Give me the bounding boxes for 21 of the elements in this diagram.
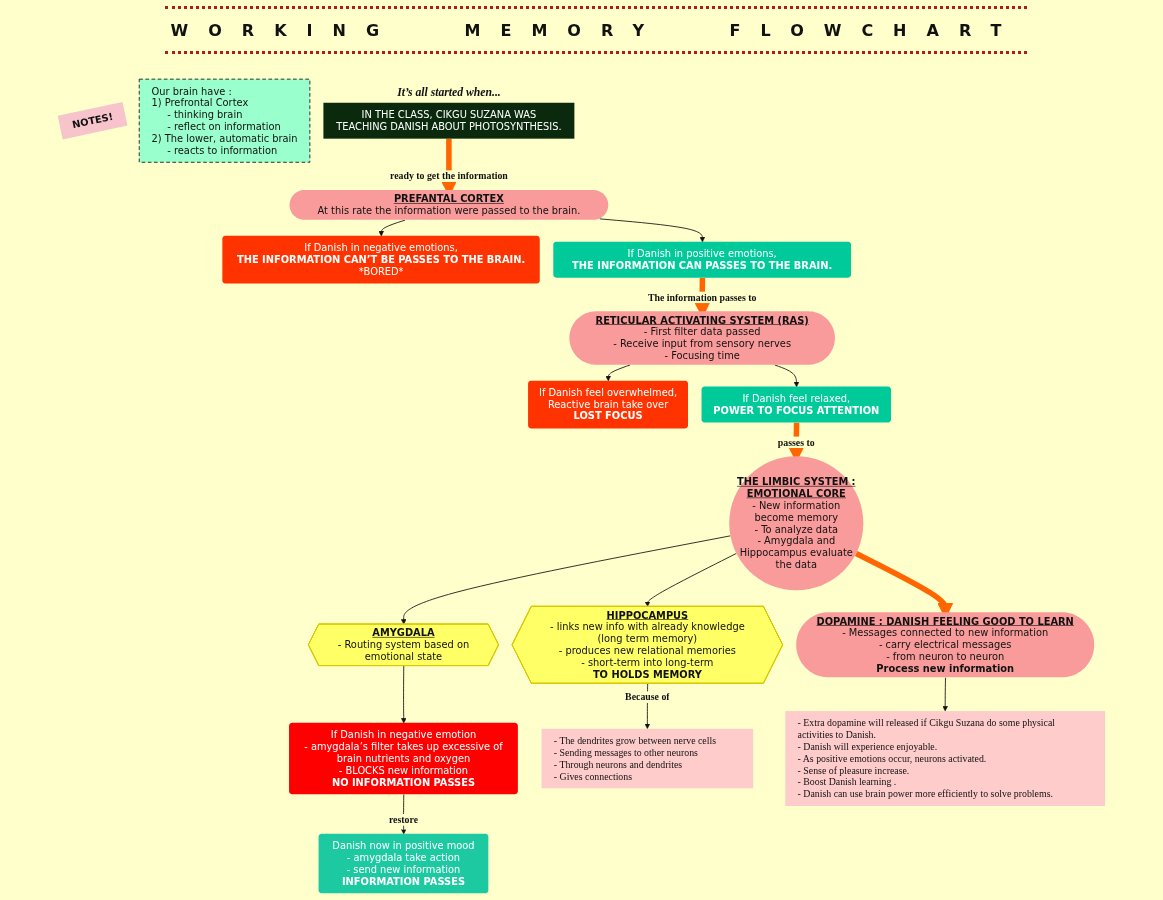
node-box: PREFANTAL CORTEX At this rate the information were passed to the brain. (289, 190, 609, 220)
node-box: - Extra dopamine will released if Cikgu Suzana do some physical activities to Danish. - Danish will experience enjoyable. - As positive emotions occur, neurons activated. - Sense of pleasure increase. - Boost Danish learning . - Danish can use brain power more efficiently to solve problems. (785, 711, 1106, 806)
node-box: If Danish in negative emotions, THE INFORMATION CAN’T BE PASSES TO THE BRAIN. *BORED* (222, 235, 540, 284)
edge-label: passes to (777, 437, 815, 448)
edge-label: ready to get the information (390, 170, 508, 182)
edge-label: The information passes to (647, 292, 757, 303)
node-box: DOPAMINE : DANISH FEELING GOOD TO LEARN - Messages connected to new information - carry electrical messages - from neuron to neuron Process new information (796, 612, 1095, 678)
node-box: Our brain have : 1) Prefrontal Cortex - thinking brain - reflect on information 2) The lower, automatic brain - reacts to information (138, 78, 311, 163)
diagram-title: WORKING MEMORY FLOWCHART (170, 20, 1022, 40)
node-circle: THE LIMBIC SYSTEM : EMOTIONAL CORE - New information become memory - To analyze data - Amygdala and Hippocampus evaluate the data (729, 456, 864, 591)
edge-label: restore (388, 814, 419, 826)
node-box: If Danish in negative emotion - amygdala’s filter takes up excessive of brain nutrients and oxygen - BLOCKS new information NO INFORMATION PASSES (289, 722, 518, 795)
node-box: If Danish feel relaxed, POWER TO FOCUS ATTENTION (701, 386, 892, 423)
node-box: - The dendrites grow between nerve cells - Sending messages to other neurons - Through neurons and dendrites - Gives connections (541, 728, 754, 789)
node-box: RETICULAR ACTIVATING SYSTEM (RAS) - First filter data passed - Receive input from sensory nerves - Focusing time (569, 311, 835, 365)
edge-label: Because of (625, 691, 670, 703)
node-box: If Danish in positive emotions, THE INFORMATION CAN PASSES TO THE BRAIN. (553, 241, 852, 278)
node-box: If Danish feel overwhelmed, Reactive brain take over LOST FOCUS (528, 380, 689, 429)
intro-caption: It’s all started when... (397, 85, 501, 100)
node-box: Danish now in positive mood - amygdala take action - send new information INFORMATION PASSES (318, 833, 489, 894)
node-box: IN THE CLASS, CIKGU SUZANA WAS TEACHING DANISH ABOUT PHOTOSYNTHESIS. (323, 102, 575, 139)
